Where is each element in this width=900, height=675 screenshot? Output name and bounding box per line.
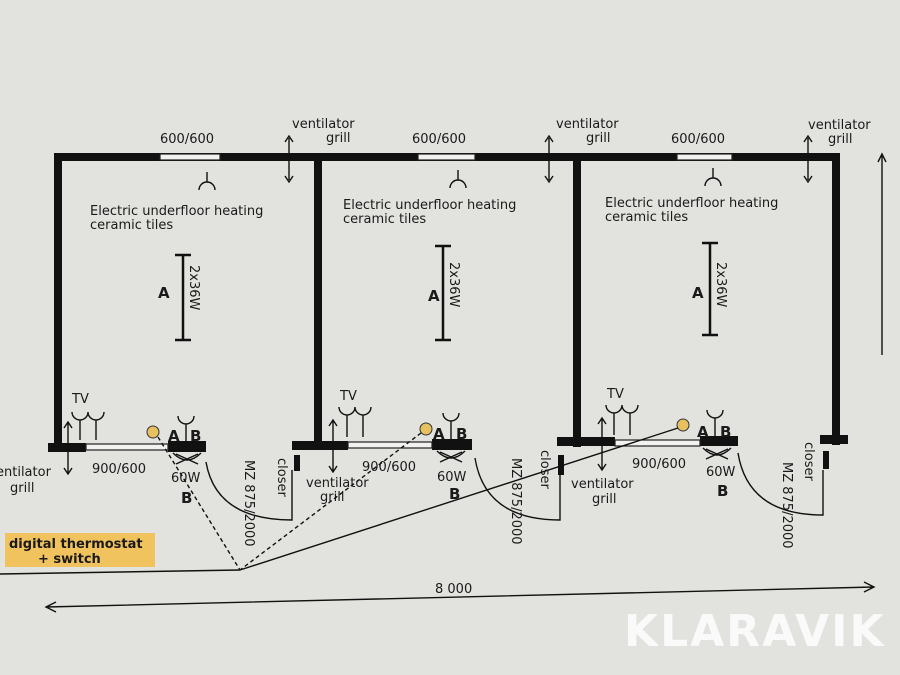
- top-window-2: [417, 153, 476, 161]
- socket-icon: [198, 168, 722, 191]
- light-label: A: [428, 287, 440, 305]
- door-label: MZ 875/2000: [241, 460, 256, 547]
- light-label: A: [158, 284, 170, 302]
- lamp-b-label: B: [717, 482, 728, 500]
- switch-b-label: B: [720, 423, 731, 441]
- top-window-3: [676, 153, 733, 161]
- top-window-label: 600/600: [412, 132, 466, 147]
- wiring: [0, 427, 679, 575]
- switch-a-label: A: [433, 425, 445, 443]
- bottom-window-3: [614, 439, 701, 447]
- heating-label: ceramic tiles: [90, 218, 173, 233]
- thermostat-label-box: [5, 533, 155, 567]
- top-window-label: 600/600: [160, 132, 214, 147]
- bottom-window-label: 900/600: [92, 462, 146, 477]
- vent-label: grill: [320, 490, 344, 505]
- top-window-label: 600/600: [671, 132, 725, 147]
- thermostat-label: digital thermostat: [9, 537, 143, 552]
- top-window-1: [159, 153, 221, 161]
- bottom-window-label: 900/600: [362, 460, 416, 475]
- vent-label: entilator: [0, 465, 52, 480]
- heating-label: Electric underfloor heating: [605, 196, 778, 211]
- ventilator-arrow-icon: [63, 134, 813, 476]
- vent-label: ventilator: [306, 476, 369, 491]
- tv-label: TV: [71, 392, 89, 407]
- bottom-window-label: 900/600: [632, 457, 686, 472]
- lamp-b-label: B: [449, 485, 460, 503]
- dimension-arrow: [44, 152, 887, 613]
- heating-label: Electric underfloor heating: [343, 198, 516, 213]
- bottom-window-1: [85, 443, 169, 451]
- light-label: A: [692, 284, 704, 302]
- switch-a-label: A: [697, 423, 709, 441]
- lamp-label: 60W: [706, 465, 736, 480]
- vent-label: grill: [10, 481, 34, 496]
- vent-label: grill: [592, 492, 616, 507]
- light-spec: 2x36W: [446, 262, 461, 308]
- vent-label: grill: [586, 131, 610, 146]
- lamp-b-label: B: [181, 489, 192, 507]
- switch-b-label: B: [456, 425, 467, 443]
- vent-label: grill: [326, 131, 350, 146]
- closer-label: closer: [274, 458, 289, 497]
- vent-label: ventilator: [292, 117, 355, 132]
- vent-label: ventilator: [808, 118, 871, 133]
- lamp-icon: [172, 447, 732, 465]
- ceiling-light-icon: [175, 241, 718, 342]
- closer-label: closer: [537, 450, 552, 489]
- switch-a-label: A: [168, 427, 180, 445]
- lamp-label: 60W: [171, 471, 201, 486]
- lamp-label: 60W: [437, 470, 467, 485]
- light-spec: 2x36W: [186, 265, 201, 311]
- heating-label: ceramic tiles: [343, 212, 426, 227]
- thermostat-icon: [146, 418, 690, 439]
- tv-label: TV: [339, 389, 357, 404]
- vent-label: grill: [828, 132, 852, 147]
- tv-socket-icon: [71, 404, 724, 441]
- closer-label: closer: [801, 442, 816, 481]
- vent-label: ventilator: [556, 117, 619, 132]
- heating-label: ceramic tiles: [605, 210, 688, 225]
- thermostat-label: + switch: [38, 552, 101, 567]
- tv-label: TV: [606, 387, 624, 402]
- door-swing: [205, 452, 824, 521]
- light-spec: 2x36W: [713, 262, 728, 308]
- switch-b-label: B: [190, 427, 201, 445]
- bottom-window-2: [347, 441, 433, 449]
- door-label: MZ 875/2000: [508, 458, 523, 545]
- vent-label: ventilator: [571, 477, 634, 492]
- klaravik-logo: KLARAVIK: [624, 606, 886, 657]
- door-label: MZ 875/2000: [779, 462, 794, 549]
- heating-label: Electric underfloor heating: [90, 204, 263, 219]
- dimension-label: 8 000: [435, 582, 472, 597]
